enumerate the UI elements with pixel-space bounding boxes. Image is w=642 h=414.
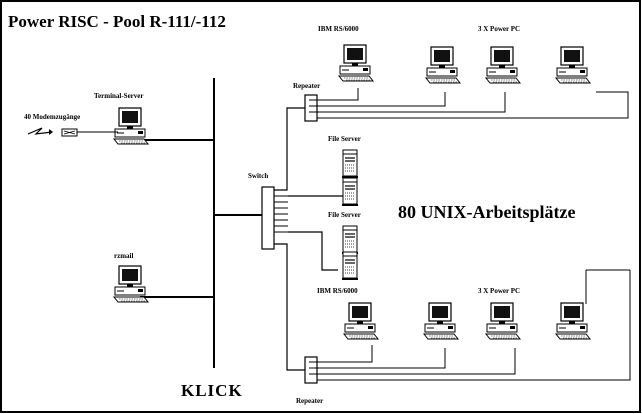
workstation-icon (343, 302, 379, 340)
rzmail-label: rzmail (114, 252, 133, 260)
lightning-icon (27, 127, 53, 135)
file-server-2-label: File Server (328, 211, 361, 219)
server-tower-icon (341, 149, 359, 179)
ppc-top-label: 3 X Power PC (478, 25, 520, 33)
workstation-icon (113, 107, 149, 145)
switch-to-file-server-2 (288, 231, 338, 271)
link-ibm-top (317, 88, 359, 101)
switch-to-repeater-top (274, 107, 305, 191)
switch-label: Switch (248, 172, 268, 180)
modem-icon (61, 128, 78, 137)
ibm-bottom-label: IBM RS/6000 (317, 287, 358, 295)
link-ppc-bottom-1 (317, 348, 446, 369)
link-ppc-bottom-3 (317, 270, 631, 381)
server-tower-icon (341, 251, 359, 281)
repeater-bottom (304, 356, 318, 384)
modem-label: 40 Modemzugänge (24, 113, 80, 121)
file-server-1-label: File Server (328, 135, 361, 143)
repeater-bottom-label: Repeater (296, 397, 323, 405)
link-ppc-top-2 (317, 92, 506, 113)
link-ppc-top-1 (317, 92, 446, 107)
workstation-icon (423, 302, 459, 340)
link-ibm-bottom (317, 345, 373, 363)
link-ppc-bottom-2 (317, 348, 516, 375)
workstation-icon (485, 302, 521, 340)
link-ppc-top-3 (317, 91, 629, 119)
switch-to-repeater-bottom (274, 243, 305, 371)
klick-label: KLICK (181, 381, 243, 400)
workstation-icon (338, 44, 374, 82)
server-tower-icon (341, 225, 359, 255)
switch (261, 186, 288, 250)
workstation-icon (425, 46, 461, 84)
diagram-title: Power RISC - Pool R-111/-112 (8, 12, 226, 31)
lightning-arrow (49, 129, 53, 135)
server-tower-icon (341, 177, 359, 207)
repeater-top (304, 94, 318, 122)
ibm-top-label: IBM RS/6000 (318, 25, 359, 33)
terminal-server-label: Terminal-Server (94, 92, 144, 100)
ppc-bottom-label: 3 X Power PC (478, 287, 520, 295)
workstation-icon (485, 46, 521, 84)
unix-workstations-label: 80 UNIX-Arbeitsplätze (398, 202, 575, 222)
workstation-icon (555, 46, 591, 84)
workstation-icon (113, 265, 149, 303)
repeater-top-label: Repeater (293, 82, 320, 90)
workstation-icon (555, 302, 591, 340)
